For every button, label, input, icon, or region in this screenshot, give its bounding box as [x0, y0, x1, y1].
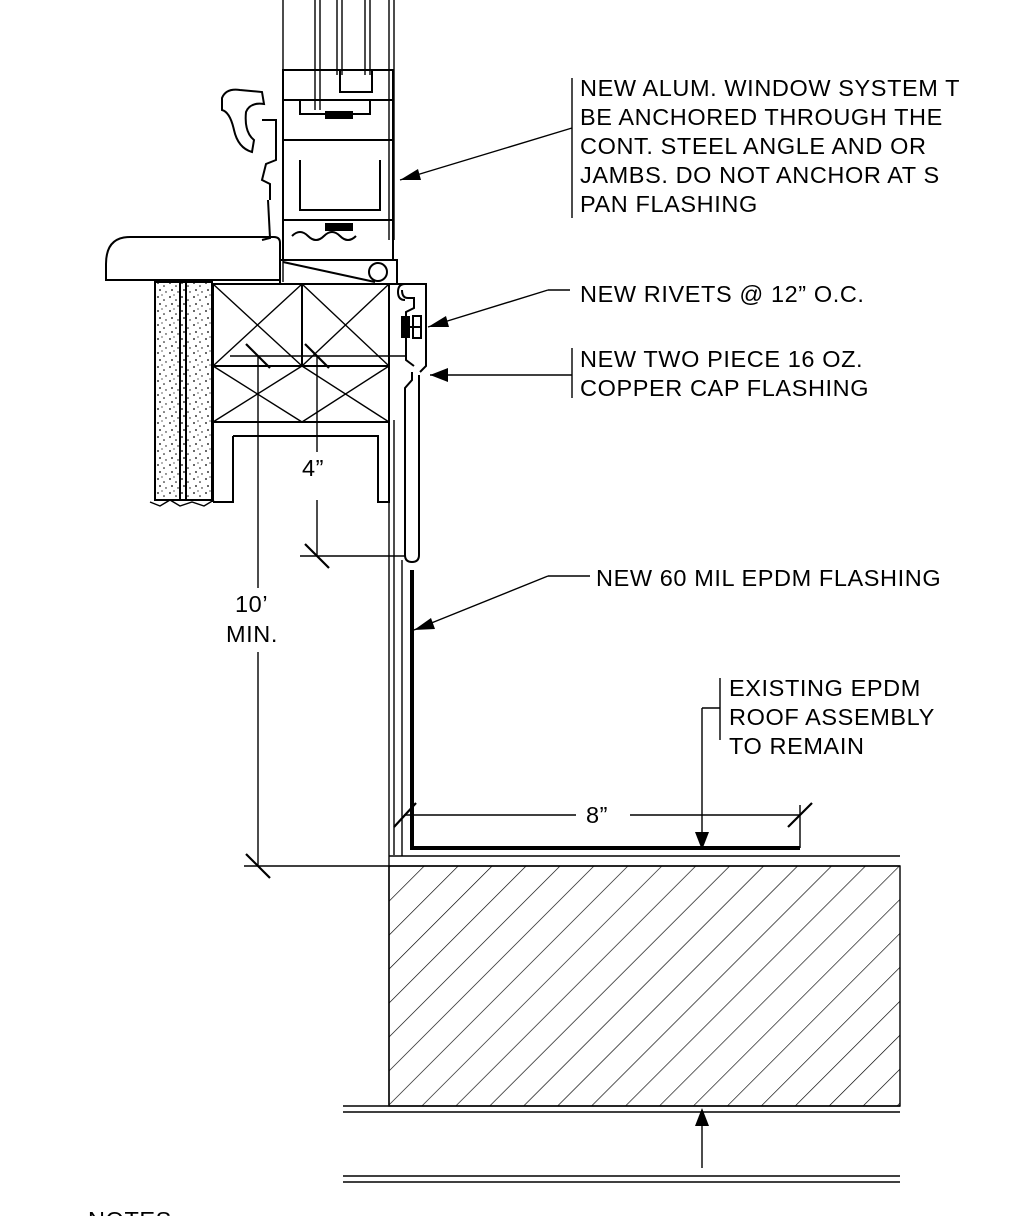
window-frame [279, 69, 398, 285]
window-handle [221, 88, 277, 241]
notes-heading: NOTES [88, 1207, 172, 1216]
dimension-height-line-1: 10’ [235, 591, 268, 617]
dimension-height-line-2: MIN. [226, 621, 278, 647]
masonry-veneer [149, 281, 215, 507]
note-existing-roof-line-2: ROOF ASSEMBLY [729, 704, 935, 730]
dimension-lap-label: 4” [302, 455, 324, 481]
note-window-line-1: NEW ALUM. WINDOW SYSTEM T [580, 75, 960, 101]
wall-assembly [149, 281, 395, 1105]
leaders [399, 78, 721, 1168]
note-epdm-flashing: NEW 60 MIL EPDM FLASHING [596, 565, 941, 591]
roof-assembly [343, 855, 901, 1183]
copper-cap-flashing [396, 283, 427, 564]
note-window-line-3: CONT. STEEL ANGLE AND OR [580, 133, 927, 159]
annotation-cap-flashing: NEW TWO PIECE 16 OZ. COPPER CAP FLASHING [580, 346, 869, 401]
note-existing-roof-line-3: TO REMAIN [729, 733, 865, 759]
note-window-line-2: BE ANCHORED THROUGH THE [580, 104, 943, 130]
window-system [105, 0, 398, 285]
note-cap-flashing-line-1: NEW TWO PIECE 16 OZ. [580, 346, 863, 372]
rivet [401, 315, 422, 339]
note-cap-flashing-line-2: COPPER CAP FLASHING [580, 375, 869, 401]
dimension-horizontal-label: 8” [586, 802, 608, 828]
dimensions: 4” 10’ MIN. 8” [226, 343, 813, 879]
annotation-window-system: NEW ALUM. WINDOW SYSTEM T BE ANCHORED TH… [580, 75, 960, 217]
sill-nosing [105, 236, 281, 281]
note-window-line-4: JAMBS. DO NOT ANCHOR AT S [580, 162, 940, 188]
wood-blocking [212, 283, 390, 503]
note-rivets: NEW RIVETS @ 12” O.C. [580, 281, 865, 307]
annotation-existing-roof: EXISTING EPDM ROOF ASSEMBLY TO REMAIN [729, 675, 935, 759]
note-window-line-5: PAN FLASHING [580, 191, 758, 217]
epdm-flashing [410, 570, 800, 850]
dimension-height: 10’ MIN. [226, 343, 389, 879]
dimension-horizontal: 8” [393, 802, 813, 848]
note-existing-roof-line-1: EXISTING EPDM [729, 675, 921, 701]
